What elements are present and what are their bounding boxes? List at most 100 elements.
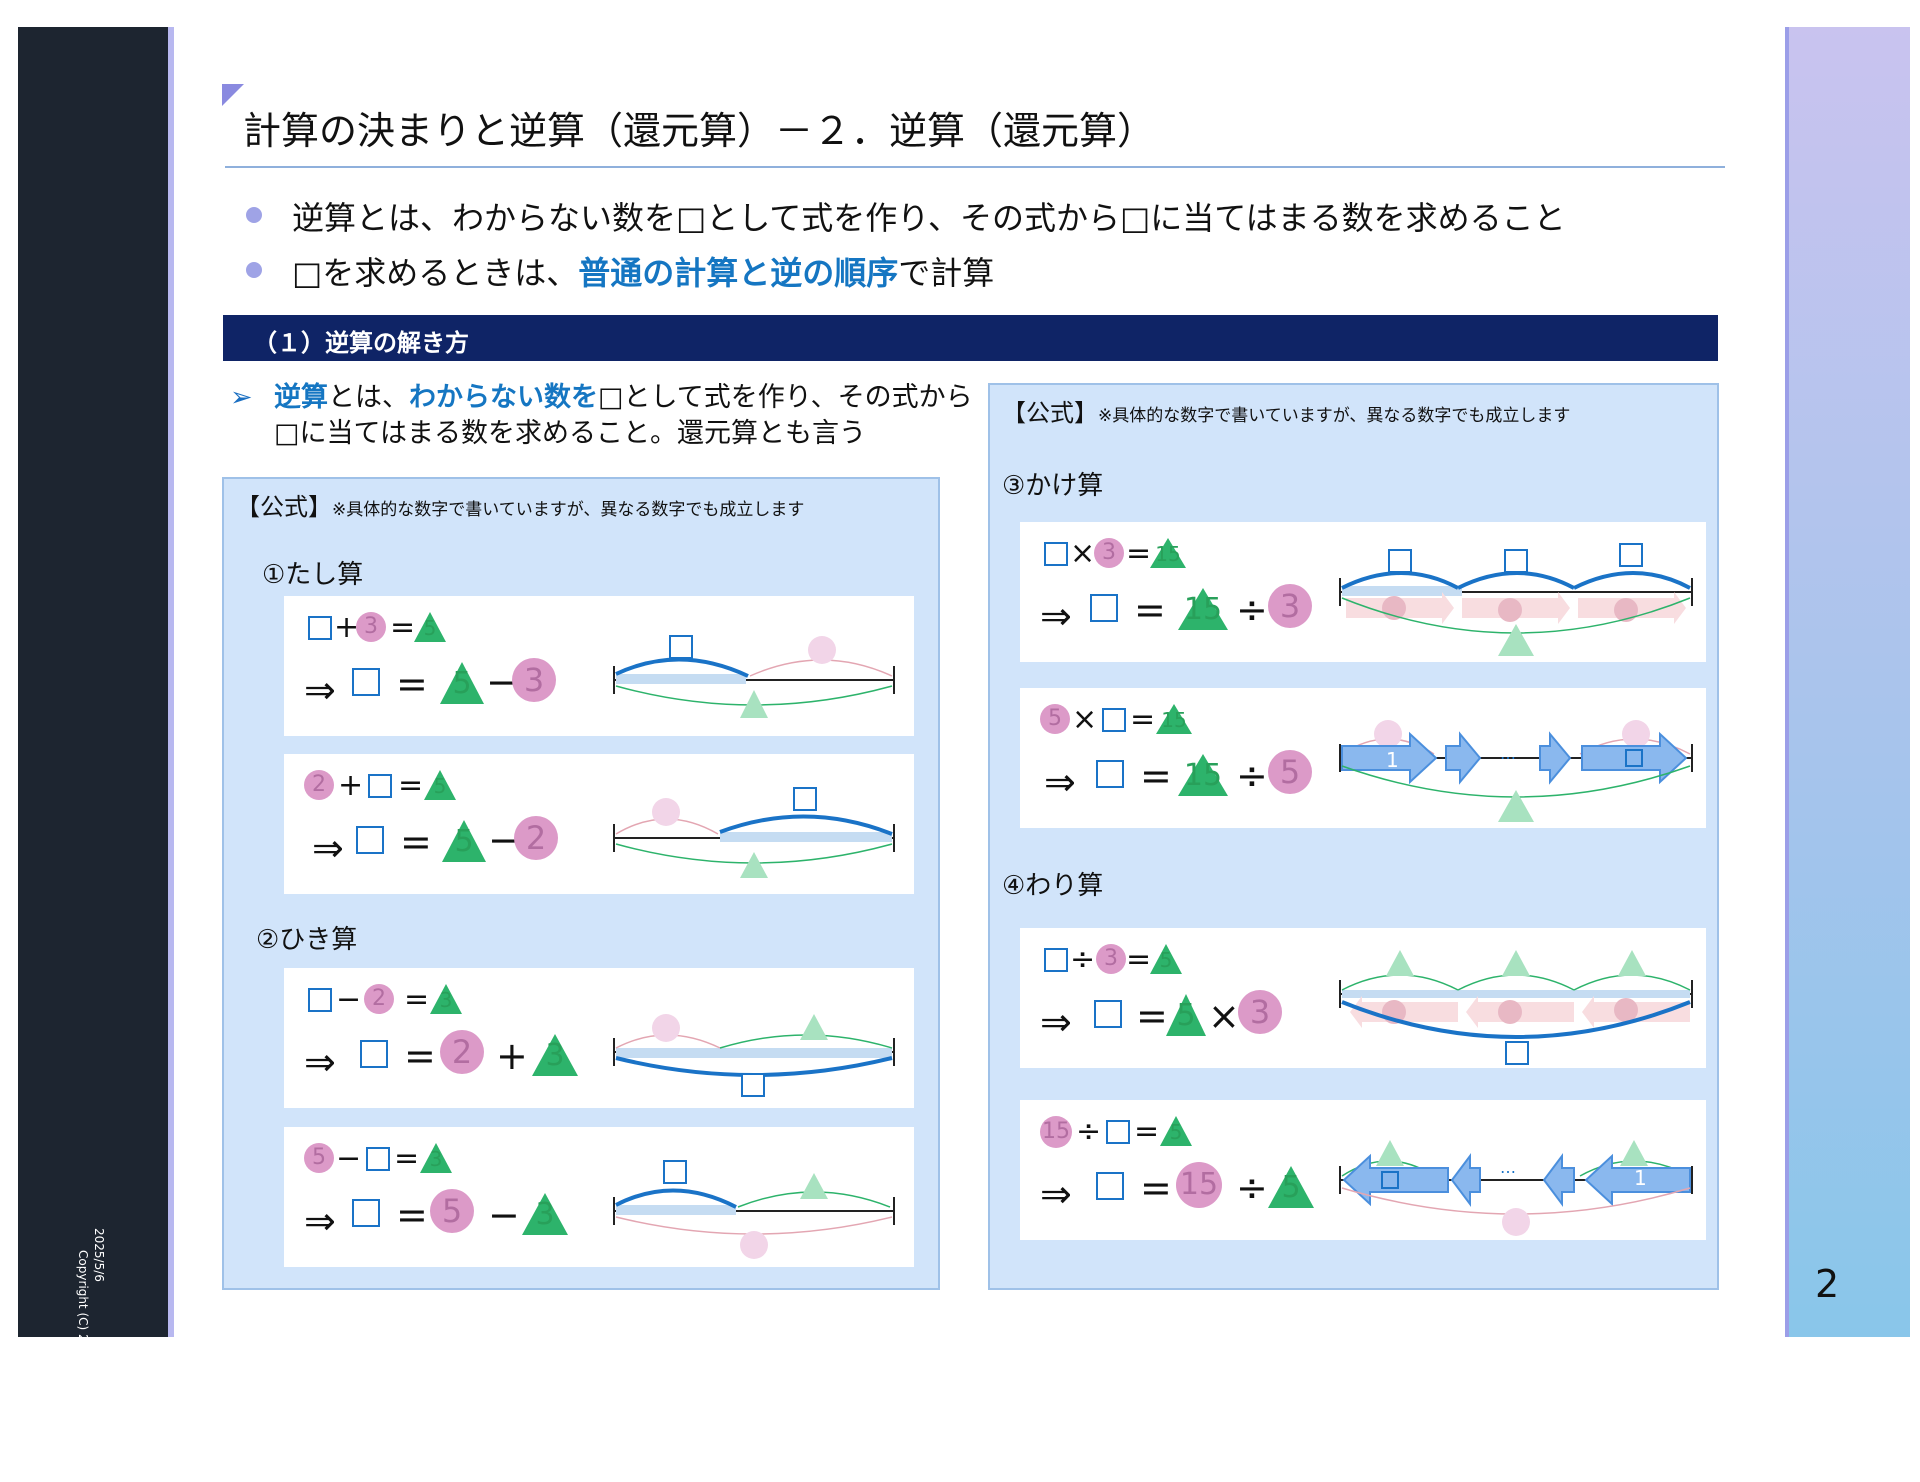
unknown-box [1096, 1172, 1124, 1200]
number-circle: 5 [304, 1143, 334, 1173]
addition-diagram-2 [613, 787, 895, 878]
number-circle: 15 [1040, 1116, 1072, 1148]
result-triangle: 5 [440, 662, 484, 704]
number-circle: 3 [1094, 538, 1124, 568]
equals-sign: = [400, 820, 432, 864]
plus-sign: + [338, 768, 364, 803]
divide-sign: ÷ [1076, 1114, 1102, 1149]
formula-label: 【公式】 [236, 493, 332, 521]
ellipsis-text: … [1500, 744, 1516, 763]
formula-label: 【公式】 [1002, 399, 1098, 427]
minus-sign: − [336, 1141, 362, 1176]
triangle-number: 5 [423, 616, 437, 640]
intro-hl-1: 逆算 [274, 382, 328, 413]
result-triangle: 15 [1156, 704, 1192, 734]
equals-sign: = [1140, 1166, 1172, 1210]
number-circle: 5 [1268, 750, 1312, 794]
result-triangle: 5 [1166, 994, 1206, 1036]
unknown-box [366, 1147, 390, 1171]
triangle-number: 3 [535, 1197, 555, 1232]
formula-header: 【公式】※具体的な数字で書いていますが、異なる数字でも成立します [1002, 393, 1570, 428]
plus-sign: + [496, 1034, 528, 1078]
implies-arrow: ⇒ [304, 1199, 336, 1243]
equals-sign: = [396, 662, 428, 706]
multiplication-diagram-2 [1339, 720, 1693, 822]
copyright-text: Copyright (C) 2025 MATSUDA Takahisa [76, 1250, 90, 1482]
formula-card-sub-2: 5 − = 3 ⇒ = 5 − 3 [284, 1127, 914, 1267]
triangle-number: 3 [545, 1038, 565, 1073]
unknown-box [308, 616, 332, 640]
number-circle: 2 [304, 770, 334, 800]
minus-sign: − [336, 982, 362, 1017]
number-circle: 15 [1176, 1162, 1222, 1208]
unknown-box [308, 988, 332, 1012]
left-sidebar [18, 27, 174, 1337]
result-triangle: 15 [1150, 538, 1186, 568]
title-corner-mark [222, 84, 244, 106]
arrow-number: 1 [1386, 748, 1399, 772]
unknown-box [1102, 708, 1126, 732]
triangle-number: 5 [1169, 1120, 1183, 1144]
number-circle: 3 [1096, 944, 1126, 974]
unknown-box [356, 826, 384, 854]
page-title: 計算の決まりと逆算（還元算）－２．逆算（還元算） [243, 109, 1156, 153]
equals-sign: = [404, 1034, 436, 1078]
bullet-dot [246, 262, 262, 278]
implies-arrow: ⇒ [1040, 1000, 1072, 1044]
formula-card-mul-2: 5 × = 15 ⇒ = 15 ÷ 5 [1020, 688, 1706, 828]
equals-sign: = [394, 1141, 420, 1176]
formula-panel-left: 【公式】※具体的な数字で書いていますが、異なる数字でも成立します ①たし算 ②ひ… [222, 477, 940, 1290]
group-division: ④わり算 [1002, 871, 1104, 901]
implies-arrow: ⇒ [304, 1040, 336, 1084]
group-addition: ①たし算 [262, 560, 364, 590]
triangle-number: 3 [439, 988, 453, 1012]
equals-sign: = [396, 1193, 428, 1237]
result-triangle: 15 [1178, 588, 1228, 630]
result-triangle: 3 [430, 984, 462, 1014]
group-multiplication: ③かけ算 [1002, 471, 1104, 501]
intro-t1: とは、 [328, 382, 409, 413]
intro-t2: □として式を作り、その式から [598, 382, 973, 413]
formula-card-add-1: + 3 = 5 ⇒ = 5 − 3 [284, 596, 914, 736]
unknown-box [1096, 760, 1124, 788]
triangle-number: 5 [433, 774, 447, 798]
times-sign: × [1070, 536, 1096, 571]
result-triangle: 5 [424, 770, 456, 800]
triangle-number: 5 [452, 666, 472, 701]
result-triangle: 5 [1150, 944, 1182, 974]
formula-header: 【公式】※具体的な数字で書いていますが、異なる数字でも成立します [236, 487, 804, 522]
number-circle: 3 [1268, 584, 1312, 628]
unknown-box [360, 1040, 388, 1068]
intro-line-2: □に当てはまる数を求めること。還元算とも言う [274, 418, 866, 449]
bullet-2-highlight: 普通の計算と逆の順序 [578, 254, 899, 292]
number-circle: 5 [430, 1189, 474, 1233]
triangle-number: 5 [454, 824, 474, 859]
divide-sign: ÷ [1236, 754, 1268, 798]
equals-sign: = [404, 982, 430, 1017]
divide-sign: ÷ [1236, 1166, 1268, 1210]
formula-card-div-2: 15 ÷ = 5 ⇒ = 15 ÷ 5 [1020, 1100, 1706, 1240]
result-triangle: 3 [420, 1143, 452, 1173]
number-circle: 3 [356, 612, 386, 642]
multiplication-diagram-1 [1339, 543, 1693, 656]
formula-note: ※具体的な数字で書いていますが、異なる数字でも成立します [1098, 406, 1571, 426]
bullet-2-post: で計算 [898, 254, 995, 292]
group-subtraction: ②ひき算 [256, 925, 358, 955]
unknown-box [1090, 594, 1118, 622]
intro-arrow-icon: ➢ [230, 382, 253, 413]
title-underline [225, 166, 1725, 168]
times-sign: × [1072, 702, 1098, 737]
equals-sign: = [1126, 942, 1152, 977]
number-circle: 2 [514, 816, 558, 860]
implies-arrow: ⇒ [1040, 594, 1072, 638]
unknown-box [1106, 1120, 1130, 1144]
unknown-box [1044, 948, 1068, 972]
intro-hl-2: わからない数を [409, 382, 598, 413]
formula-note: ※具体的な数字で書いていますが、異なる数字でも成立します [332, 500, 805, 520]
equals-sign: = [1126, 536, 1152, 571]
ellipsis-text: … [1500, 1158, 1516, 1177]
equals-sign: = [1136, 994, 1168, 1038]
formula-card-div-1: ÷ 3 = 5 ⇒ = 5 × 3 [1020, 928, 1706, 1068]
implies-arrow: ⇒ [312, 826, 344, 870]
formula-card-sub-1: − 2 = 3 ⇒ = 2 + 3 [284, 968, 914, 1108]
